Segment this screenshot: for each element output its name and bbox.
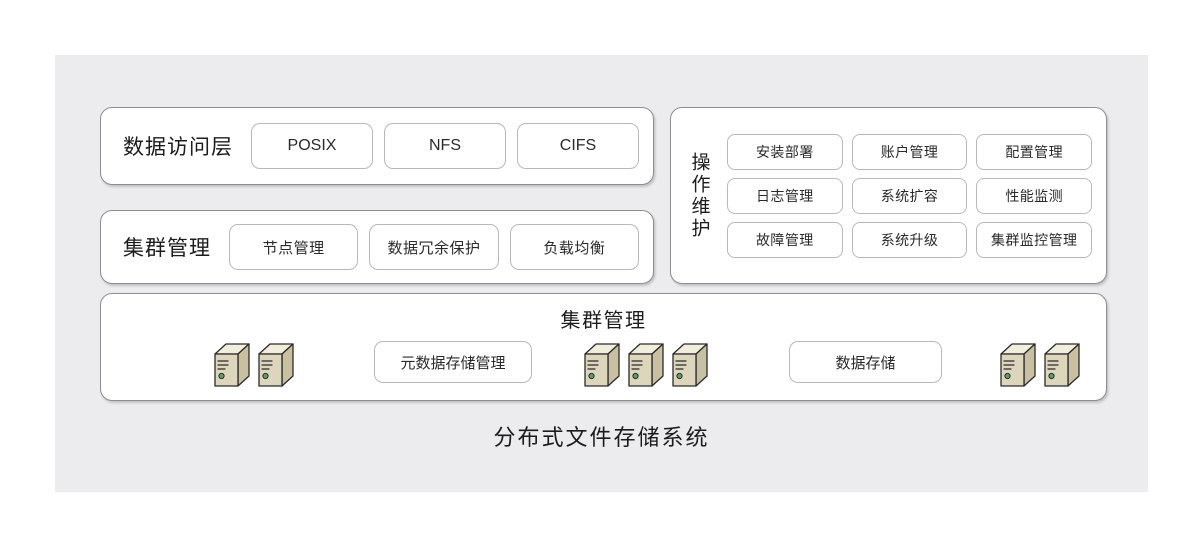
panel-operations-maintenance: 操作维护 安装部署 账户管理 配置管理 日志管理 系统扩容 性能监测 故障管理 … — [670, 107, 1107, 284]
server-group-right — [999, 342, 1081, 388]
ops-item-config-management[interactable]: 配置管理 — [976, 133, 1093, 170]
server-icon — [672, 343, 708, 387]
operations-row: 安装部署 账户管理 配置管理 — [727, 133, 1093, 170]
metadata-storage-box[interactable]: 元数据存储管理 — [374, 341, 532, 383]
ops-item-system-expansion[interactable]: 系统扩容 — [851, 177, 968, 214]
ops-item-account-management[interactable]: 账户管理 — [851, 133, 968, 170]
data-access-layer-items: POSIX NFS CIFS — [251, 123, 653, 169]
cluster-management-title: 集群管理 — [123, 237, 211, 260]
ops-item-performance-monitor[interactable]: 性能监测 — [976, 177, 1093, 214]
access-item-nfs[interactable]: NFS — [384, 123, 506, 169]
ops-item-log-management[interactable]: 日志管理 — [727, 177, 843, 214]
server-icon — [214, 343, 250, 387]
cluster-management-items: 节点管理 数据冗余保护 负载均衡 — [229, 224, 653, 270]
server-icon — [584, 343, 620, 387]
server-icon — [1000, 343, 1036, 387]
server-icon — [628, 343, 664, 387]
data-storage-box[interactable]: 数据存储 — [789, 341, 942, 383]
diagram-caption: 分布式文件存储系统 — [493, 425, 710, 450]
cluster-item-node-management[interactable]: 节点管理 — [229, 224, 359, 270]
operations-maintenance-title: 操作维护 — [688, 151, 710, 240]
cluster-item-data-redundancy[interactable]: 数据冗余保护 — [369, 224, 499, 270]
ops-item-cluster-monitoring[interactable]: 集群监控管理 — [976, 221, 1093, 258]
access-item-posix[interactable]: POSIX — [251, 123, 373, 169]
server-icon — [258, 343, 294, 387]
ops-item-system-upgrade[interactable]: 系统升级 — [851, 221, 968, 258]
panel-cluster-management: 集群管理 节点管理 数据冗余保护 负载均衡 — [100, 210, 654, 284]
storage-panel-title: 集群管理 — [560, 310, 647, 332]
cluster-item-load-balancing[interactable]: 负载均衡 — [509, 224, 639, 270]
ops-item-fault-management[interactable]: 故障管理 — [727, 221, 843, 258]
operations-row: 日志管理 系统扩容 性能监测 — [727, 177, 1093, 214]
ops-item-install-deploy[interactable]: 安装部署 — [727, 133, 843, 170]
panel-storage-cluster: 集群管理 元数据存储管理 数据存储 — [100, 293, 1107, 401]
server-group-left — [213, 342, 295, 388]
panel-data-access-layer: 数据访问层 POSIX NFS CIFS — [100, 107, 654, 185]
operations-row: 故障管理 系统升级 集群监控管理 — [727, 221, 1093, 258]
operations-grid: 安装部署 账户管理 配置管理 日志管理 系统扩容 性能监测 故障管理 系统升级 … — [727, 108, 1106, 283]
access-item-cifs[interactable]: CIFS — [517, 123, 639, 169]
data-access-layer-title: 数据访问层 — [123, 136, 233, 159]
server-icon — [1044, 343, 1080, 387]
server-group-middle — [583, 342, 709, 388]
diagram-canvas: 数据访问层 POSIX NFS CIFS 集群管理 节点管理 数据冗余保护 负载… — [55, 55, 1148, 492]
